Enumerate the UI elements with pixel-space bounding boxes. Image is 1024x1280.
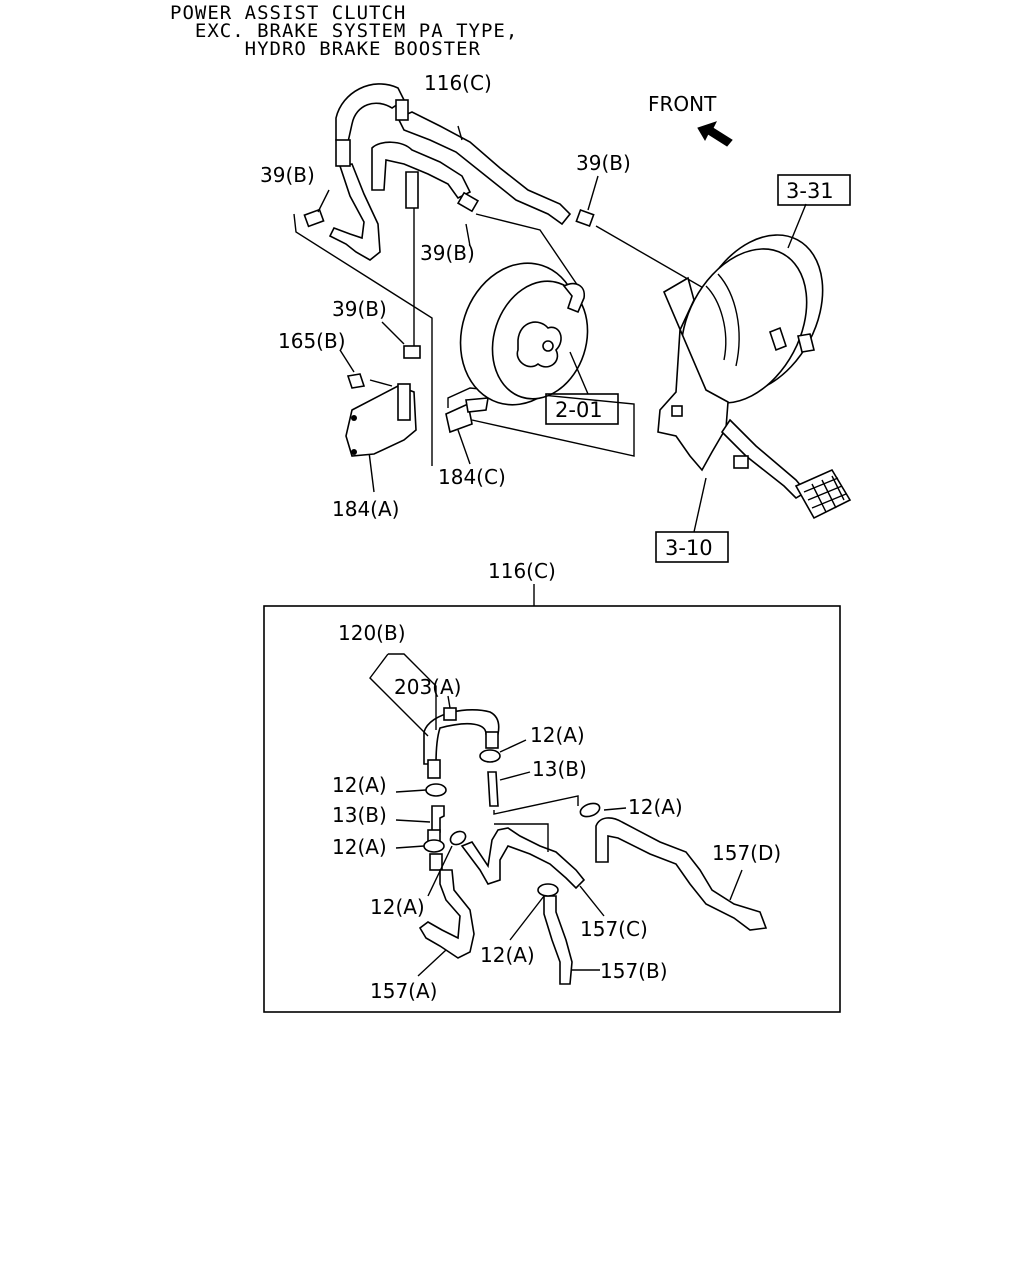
callout-39b-left: 39(B) <box>260 163 315 187</box>
callout-12a-5: 12(A) <box>370 895 425 919</box>
ref-box-2-01 <box>545 393 619 425</box>
callout-13b-1: 13(B) <box>532 757 587 781</box>
front-arrow-icon <box>697 121 733 147</box>
callout-12a-3: 12(A) <box>332 835 387 859</box>
callout-157a: 157(A) <box>370 979 437 1003</box>
callout-165b: 165(B) <box>278 329 346 353</box>
detail-frame <box>263 605 841 1013</box>
callout-157d: 157(D) <box>712 841 781 865</box>
ref-label-3-31: 3-31 <box>786 179 834 203</box>
callout-184c: 184(C) <box>438 465 506 489</box>
callout-39b-mid: 39(B) <box>332 297 387 321</box>
clutch-booster-disc <box>459 262 589 406</box>
title-line-1: POWER ASSIST CLUTCH <box>170 2 407 24</box>
ref-label-3-10: 3-10 <box>665 536 713 560</box>
ref-box-3-31 <box>777 174 851 206</box>
callout-13b-2: 13(B) <box>332 803 387 827</box>
front-label: FRONT <box>648 92 717 116</box>
callout-120b: 120(B) <box>338 621 406 645</box>
callout-157b: 157(B) <box>600 959 668 983</box>
reference-leaders <box>569 203 807 533</box>
callout-12a-2: 12(A) <box>332 773 387 797</box>
callout-12a-1: 12(A) <box>530 723 585 747</box>
brake-booster <box>680 234 824 404</box>
ref-box-3-10 <box>655 531 729 563</box>
title-line-2: EXC. BRAKE SYSTEM PA TYPE, <box>194 20 519 42</box>
ref-label-2-01: 2-01 <box>555 398 603 422</box>
callout-116c-top: 116(C) <box>424 71 492 95</box>
detail-leader-lines <box>369 653 743 977</box>
detail-header-116c: 116(C) <box>488 559 556 583</box>
callout-184a: 184(A) <box>332 497 399 521</box>
callout-12a-4: 12(A) <box>628 795 683 819</box>
callout-203a: 203(A) <box>394 675 461 699</box>
pipe-bracket <box>345 373 489 457</box>
upper-hose-assembly <box>303 83 595 359</box>
callout-39b-right: 39(B) <box>576 151 631 175</box>
diagram-title: POWER ASSIST CLUTCH EXC. BRAKE SYSTEM PA… <box>170 2 519 60</box>
title-line-3: HYDRO BRAKE BOOSTER <box>244 38 481 60</box>
callout-157c: 157(C) <box>580 917 648 941</box>
callout-12a-6: 12(A) <box>480 943 535 967</box>
callout-39b-center: 39(B) <box>420 241 475 265</box>
pedal-bracket <box>657 276 852 520</box>
